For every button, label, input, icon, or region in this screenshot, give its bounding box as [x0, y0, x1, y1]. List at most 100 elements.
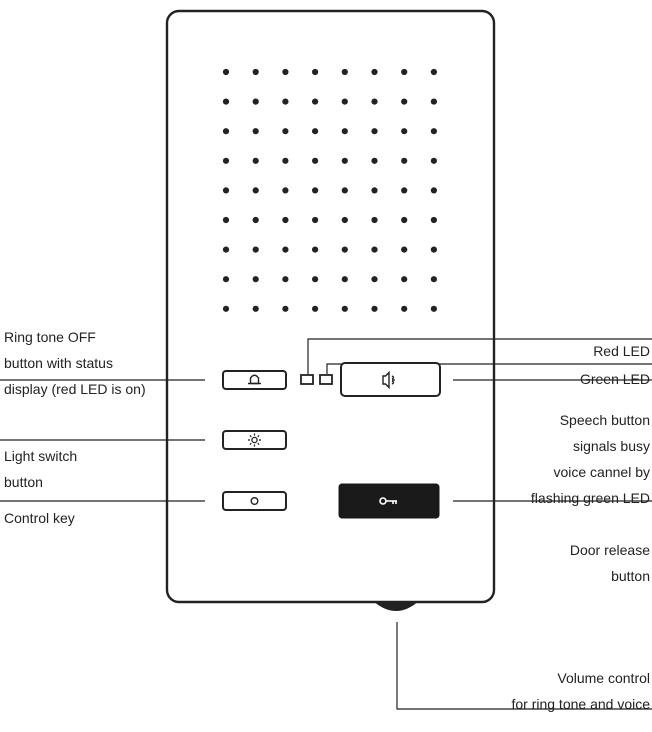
grille-dot	[222, 216, 230, 224]
label-line: signals busy	[572, 438, 650, 454]
grille-dot	[222, 128, 230, 135]
grille-dot	[401, 276, 408, 283]
grille-dot	[312, 128, 319, 135]
ring-tone-off-button[interactable]	[222, 370, 287, 390]
grille-dot	[371, 305, 378, 312]
grille-dot	[341, 98, 348, 105]
grille-dot	[312, 305, 319, 312]
grille-dot	[371, 216, 378, 224]
grille-dot	[312, 187, 319, 194]
grille-dot	[282, 68, 289, 76]
grille-dot	[371, 98, 378, 105]
bell-icon	[248, 374, 261, 385]
grille-dot	[222, 187, 230, 194]
grille-dot	[341, 187, 348, 194]
grille-dot	[222, 305, 230, 312]
grille-dot	[401, 68, 408, 76]
grille-dot	[222, 276, 230, 283]
grille-dot	[371, 276, 378, 283]
grille-dot	[222, 246, 230, 253]
grille-dot	[371, 157, 378, 164]
grille-dot	[252, 68, 259, 76]
grille-dot	[401, 216, 408, 224]
intercom-housing	[165, 9, 496, 604]
grille-dot	[401, 246, 408, 253]
grille-dot	[252, 128, 259, 135]
grille-dot	[282, 187, 289, 194]
ring-tone-off-label: Ring tone OFF button with status display…	[4, 324, 146, 402]
label-line: Red LED	[593, 343, 650, 359]
grille-dot	[401, 305, 408, 312]
grille-dot	[252, 276, 259, 283]
grille-dot	[401, 187, 408, 194]
label-line: Ring tone OFF	[4, 329, 96, 345]
grille-dot	[341, 246, 348, 253]
grille-dot	[341, 216, 348, 224]
grille-dot	[282, 128, 289, 135]
control-key-button[interactable]	[222, 491, 287, 511]
grille-dot	[430, 128, 437, 135]
grille-dot	[312, 216, 319, 224]
grille-dot	[252, 157, 259, 164]
grille-dot	[312, 157, 319, 164]
grille-dot	[430, 187, 437, 194]
grille-dot	[252, 305, 259, 312]
green-led	[319, 374, 333, 385]
speech-button-label: Speech button signals busy voice cannel …	[531, 407, 650, 511]
speech-button[interactable]	[340, 362, 441, 397]
grille-dot	[312, 98, 319, 105]
grille-dot	[430, 246, 437, 253]
grille-dot	[430, 305, 437, 312]
light-switch-button[interactable]	[222, 430, 287, 450]
label-line: for ring tone and voice	[511, 696, 650, 712]
label-line: Light switch	[4, 448, 78, 464]
red-led	[300, 374, 314, 385]
label-line: Green LED	[579, 371, 650, 387]
grille-dot	[282, 276, 289, 283]
label-line: button	[611, 568, 650, 584]
label-line: flashing green LED	[530, 490, 650, 506]
grille-dot	[222, 157, 230, 164]
grille-dot	[430, 216, 437, 224]
grille-dot	[371, 246, 378, 253]
leader-green-led	[326, 363, 652, 374]
grille-dot	[282, 157, 289, 164]
grille-dot	[252, 187, 259, 194]
label-line: Volume control	[557, 670, 650, 686]
sun-icon	[248, 433, 261, 447]
grille-dot	[371, 68, 378, 76]
grille-dot	[430, 157, 437, 164]
grille-dot	[371, 187, 378, 194]
grille-dot	[252, 216, 259, 224]
speaker-icon	[382, 370, 395, 390]
grille-dot	[401, 128, 408, 135]
grille-dot	[312, 276, 319, 283]
grille-dot	[282, 246, 289, 253]
grille-dot	[430, 68, 437, 76]
door-release-label: Door release button	[570, 537, 650, 589]
grille-dot	[401, 157, 408, 164]
grille-dot	[430, 98, 437, 105]
volume-control-label: Volume control for ring tone and voice	[511, 665, 650, 717]
circle-icon	[250, 497, 259, 506]
grille-dot	[282, 216, 289, 224]
grille-dot	[282, 98, 289, 105]
label-line: Door release	[569, 542, 650, 558]
grille-dot	[222, 68, 230, 76]
grille-dot	[430, 276, 437, 283]
leader-lines	[0, 338, 652, 710]
label-line: button with status	[4, 355, 113, 371]
label-line: button	[4, 474, 43, 490]
grille-dot	[252, 246, 259, 253]
grille-dot	[312, 68, 319, 76]
leader-volume	[396, 622, 652, 710]
grille-dot	[401, 98, 408, 105]
door-release-button[interactable]	[338, 483, 440, 519]
label-line: Speech button	[559, 412, 650, 428]
label-line: Control key	[4, 510, 75, 526]
label-line: display (red LED is on)	[4, 381, 146, 397]
grille-dot	[341, 276, 348, 283]
grille-dot	[341, 305, 348, 312]
grille-dot	[341, 157, 348, 164]
